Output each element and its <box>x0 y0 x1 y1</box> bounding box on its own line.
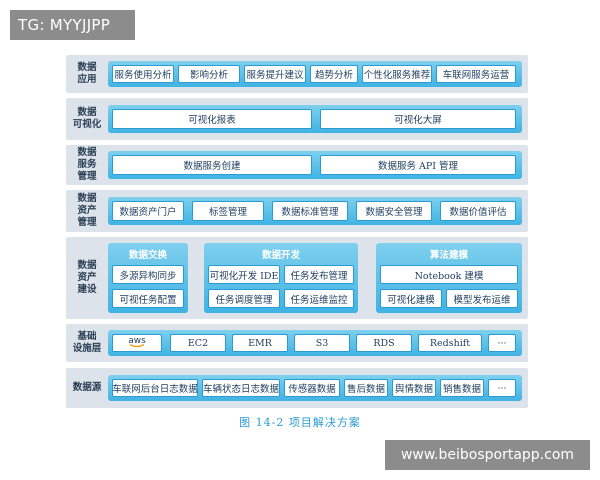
group-title: 数据开发 <box>261 250 300 261</box>
asset-item: 数据资产门户 <box>112 201 184 221</box>
asset-item: 标签管理 <box>192 201 264 221</box>
src-item: 传感器数据 <box>284 379 340 397</box>
layer-data-application: 数据 应用 服务使用分析 影响分析 服务提升建议 趋势分析 个性化服务推荐 车联… <box>66 55 528 93</box>
layer-infrastructure: 基础 设施层 aws EC2 EMR S3 RDS Redshift ··· <box>66 324 528 362</box>
group-title: 数据交换 <box>128 250 167 261</box>
aws-logo: aws <box>112 334 162 352</box>
asset-item: 数据价值评估 <box>440 201 516 221</box>
infra-item: RDS <box>356 334 412 352</box>
layer-label: 数据 资产 建设 <box>77 260 97 295</box>
watermark-top-left: TG: MYYJJPP <box>10 10 135 40</box>
group-data-exchange: 数据交换 多源异构同步 可视任务配置 <box>108 243 188 313</box>
viz-item: 可视化大屏 <box>320 109 516 129</box>
app-item: 车联网服务运营 <box>436 65 516 83</box>
src-item: 车辆状态日志数据 <box>202 379 280 397</box>
asset-item: 数据标准管理 <box>272 201 348 221</box>
asset-item: 数据安全管理 <box>356 201 432 221</box>
layer-data-visualization: 数据 可视化 可视化报表 可视化大屏 <box>66 98 528 140</box>
group-item: 可视任务配置 <box>112 289 184 308</box>
group-data-development: 数据开发 可视化开发 IDE 任务发布管理 任务调度管理 任务运维监控 <box>204 243 358 313</box>
infra-item: EC2 <box>170 334 226 352</box>
group-title: 算法建模 <box>429 250 468 261</box>
src-item: 销售数据 <box>440 379 484 397</box>
layer-strip: aws EC2 EMR S3 RDS Redshift ··· <box>108 330 522 356</box>
src-item: 舆情数据 <box>392 379 436 397</box>
group-item: 模型发布运维 <box>446 289 518 308</box>
aws-label: aws <box>128 336 146 346</box>
ellipsis-item: ··· <box>488 334 516 352</box>
layer-label: 数据 资产 管理 <box>77 193 97 228</box>
group-item: 可视化建模 <box>380 289 442 308</box>
layer-label: 数据 可视化 <box>72 107 102 130</box>
app-item: 趋势分析 <box>310 65 358 83</box>
group-item: 多源异构同步 <box>112 265 184 284</box>
layer-label: 基础 设施层 <box>72 331 102 354</box>
infra-item: EMR <box>232 334 288 352</box>
group-item: 任务发布管理 <box>284 265 354 284</box>
layer-strip: 数据资产门户 标签管理 数据标准管理 数据安全管理 数据价值评估 <box>108 197 522 225</box>
figure-caption: 图 14-2 项目解决方案 <box>239 416 361 429</box>
ellipsis-item: ··· <box>488 379 516 397</box>
viz-item: 可视化报表 <box>112 109 312 129</box>
layer-data-service-management: 数据 服务 管理 数据服务创建 数据服务 API 管理 <box>66 145 528 185</box>
layer-label: 数据 服务 管理 <box>77 147 97 182</box>
app-item: 影响分析 <box>178 65 240 83</box>
group-item: Notebook 建模 <box>380 265 518 284</box>
app-item: 服务提升建议 <box>244 65 306 83</box>
svc-item: 数据服务 API 管理 <box>320 155 516 175</box>
group-algorithm-modeling: 算法建模 Notebook 建模 可视化建模 模型发布运维 <box>376 243 522 313</box>
layer-label: 数据 应用 <box>77 62 97 85</box>
src-item: 车联网后台日志数据 <box>112 379 198 397</box>
infra-item: Redshift <box>418 334 482 352</box>
layer-strip: 数据服务创建 数据服务 API 管理 <box>108 151 522 179</box>
infra-item: S3 <box>294 334 350 352</box>
app-item: 服务使用分析 <box>112 65 174 83</box>
layer-data-source: 数据源 车联网后台日志数据 车辆状态日志数据 传感器数据 售后数据 舆情数据 销… <box>66 368 528 408</box>
watermark-bottom-right: www.beibosportapp.com <box>385 440 590 470</box>
layer-strip: 车联网后台日志数据 车辆状态日志数据 传感器数据 售后数据 舆情数据 销售数据 … <box>108 375 522 401</box>
aws-smile-icon <box>129 344 145 348</box>
svc-item: 数据服务创建 <box>112 155 312 175</box>
layer-label: 数据源 <box>72 382 102 393</box>
app-item: 个性化服务推荐 <box>362 65 432 83</box>
layer-strip: 服务使用分析 影响分析 服务提升建议 趋势分析 个性化服务推荐 车联网服务运营 <box>108 61 522 87</box>
layer-strip: 可视化报表 可视化大屏 <box>108 105 522 133</box>
group-item: 任务调度管理 <box>208 289 280 308</box>
group-item: 可视化开发 IDE <box>208 265 280 284</box>
layer-data-asset-management: 数据 资产 管理 数据资产门户 标签管理 数据标准管理 数据安全管理 数据价值评… <box>66 190 528 232</box>
src-item: 售后数据 <box>344 379 388 397</box>
group-item: 任务运维监控 <box>284 289 354 308</box>
layer-data-asset-construction: 数据 资产 建设 数据交换 多源异构同步 可视任务配置 数据开发 可视化开发 I… <box>66 237 528 319</box>
